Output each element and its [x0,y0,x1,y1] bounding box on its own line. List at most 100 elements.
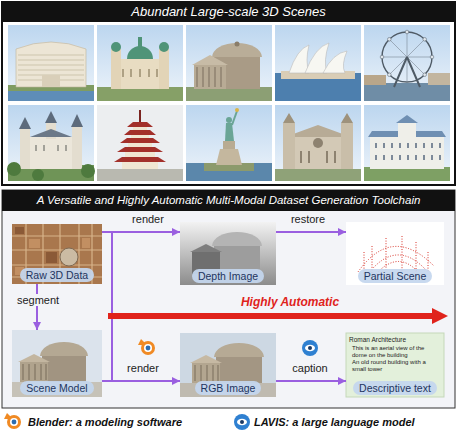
ferris-wheel-thumbnail [364,25,450,101]
data-tile: Raw 3D Data [12,224,102,284]
ferris-wheel-thumbnail [405,30,409,34]
opera-house-thumbnail [275,25,361,101]
castle-thumbnail [81,164,95,178]
caption-sentence: An old round building with a small tower [346,359,444,373]
ferris-wheel-thumbnail [388,38,392,42]
pagoda-thumbnail [120,138,160,143]
rgb-image [180,333,276,397]
pagoda-thumbnail [122,161,158,169]
ferris-wheel-thumbnail [423,38,427,42]
church-thumbnail [111,42,121,52]
hotel-thumbnail [8,85,94,101]
pantheon-thumbnail [194,65,226,89]
blender-icon [12,420,17,425]
castle-thumbnail [20,129,30,169]
statue-thumbnail [216,149,242,165]
castle-thumbnail [71,114,83,127]
tile-label: Partial Scene [358,269,432,283]
toolchain-panel-frame [2,190,455,408]
depth-image [180,222,276,285]
pagoda-thumbnail [114,157,166,162]
partial-scene-image [346,222,444,285]
tile-label: Scene Model [20,381,93,395]
tile-label: RGB Image [195,381,262,395]
church-thumbnail [97,25,183,101]
castle-thumbnail [19,117,31,129]
church-thumbnail [159,49,169,89]
pantheon-thumbnail [235,42,240,47]
cathedral-thumbnail [313,138,323,148]
cathedral-thumbnail [341,113,353,123]
toolchain-panel-frame [2,190,455,211]
castle-thumbnail [72,127,82,169]
blender-icon [7,415,21,429]
opera-house-thumbnail [275,25,361,101]
pantheon-thumbnail [186,25,272,101]
data-tile: RGB Image [180,333,276,397]
automation-arrow [108,308,448,324]
ferris-wheel-thumbnail [364,75,386,85]
text-tile: Roman ArchitectureThis is an aerial view… [346,333,444,397]
statue-thumbnail [223,141,235,149]
lavis-icon [237,419,247,425]
panel-heading: A Versatile and Highly Automatic Multi-M… [2,190,455,210]
panel-heading: Abundant Large-scale 3D Scenes [2,2,455,22]
raw-data-image [82,238,90,248]
tile-label: Raw 3D Data [20,268,94,282]
raw-data-image [12,224,102,284]
toolchain-panel: A Versatile and Highly Automatic Multi-M… [2,190,455,408]
castle-thumbnail [36,145,66,151]
cathedral-thumbnail [275,105,361,181]
castle-thumbnail [8,105,94,181]
palace-thumbnail [398,123,416,137]
flow-arrow [276,231,346,233]
raw-data-image [12,224,102,284]
flow-arrow [102,231,180,233]
raw-data-image [29,239,40,248]
scene-model-image [18,354,50,362]
lavis-icon [302,340,318,356]
church-thumbnail [138,37,142,47]
ferris-wheel-thumbnail [430,55,434,59]
cathedral-thumbnail [301,151,335,163]
cathedral-thumbnail [275,105,361,181]
palace-thumbnail [364,167,450,181]
hotel-thumbnail [8,25,94,101]
flow-arrow [276,380,346,382]
ferris-wheel-thumbnail [380,55,384,59]
scene-model-image [23,364,46,380]
statue-thumbnail [232,111,237,125]
legend-text: Blender: a modeling software [28,414,182,430]
depth-image [212,232,262,246]
flow-arrow [102,380,180,382]
gallery-panel-frame [2,2,455,185]
pantheon-thumbnail [186,25,272,101]
scene-model-image [12,330,102,397]
pagoda-thumbnail [97,105,183,181]
scene-model-image [12,330,102,397]
lavis-icon [305,345,315,351]
lavis-icon [240,420,244,424]
raw-data-image [15,227,24,234]
hotel-thumbnail [8,91,94,101]
data-tile: Partial Scene [346,222,444,285]
lavis-icon [308,346,312,350]
church-thumbnail [111,49,121,89]
blender-icon [10,418,18,426]
palace-thumbnail [376,143,440,160]
rgb-image [180,333,276,397]
pagoda-thumbnail [97,105,183,181]
cathedral-thumbnail [275,169,361,181]
lavis-icon [234,414,250,430]
scene-model-image [20,362,48,382]
rgb-image [216,355,262,383]
ferris-wheel-thumbnail [364,25,450,101]
caption-title: Roman Architecture [346,333,444,345]
edge-label: caption [290,362,329,374]
blender-icon [141,341,155,355]
gallery-panel-frame [2,2,455,22]
ferris-wheel-thumbnail [388,73,392,77]
